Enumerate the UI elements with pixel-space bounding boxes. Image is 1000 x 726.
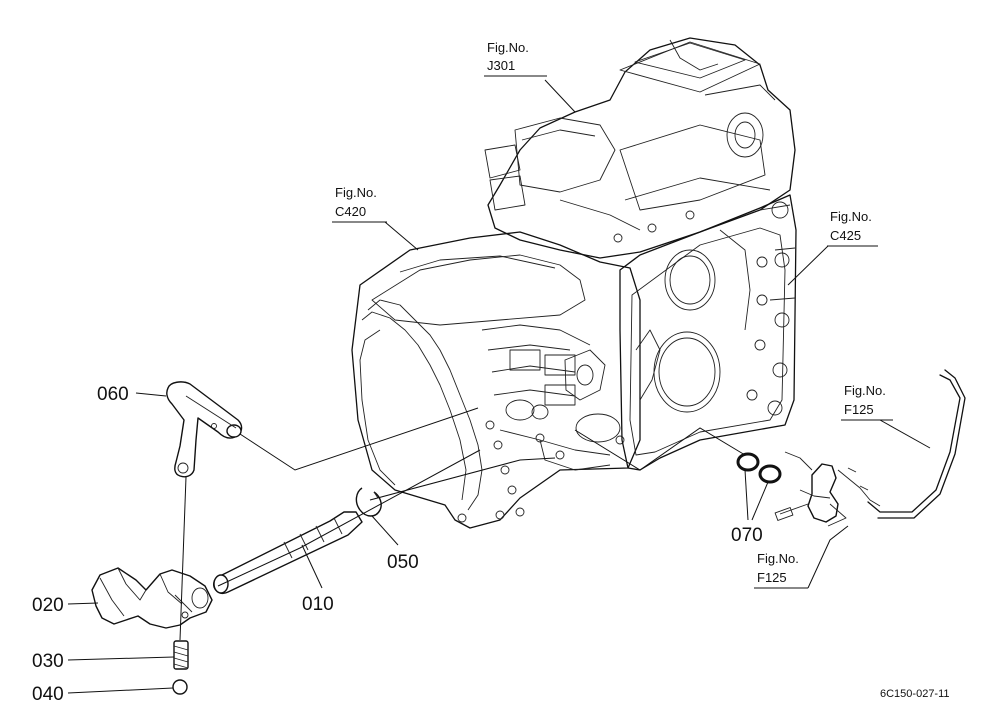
- figure-ref-code: F125: [844, 402, 874, 417]
- figure-ref-code: C425: [830, 228, 861, 243]
- callout-part-030[interactable]: 030: [32, 651, 64, 672]
- callout-part-050[interactable]: 050: [387, 552, 419, 573]
- figure-ref-c420[interactable]: Fig.No. C420: [332, 185, 387, 223]
- callout-part-070[interactable]: 070: [731, 525, 763, 546]
- part-030-spring: [173, 640, 189, 670]
- figure-ref-label: Fig.No.: [844, 383, 886, 398]
- f125-linkage-illustration: [774, 369, 966, 527]
- figure-ref-c425[interactable]: Fig.No. C425: [827, 209, 878, 247]
- callout-part-010[interactable]: 010: [302, 594, 334, 615]
- transmission-housing-illustration: [351, 37, 797, 529]
- figure-ref-code: J301: [487, 58, 515, 73]
- figure-ref-label: Fig.No.: [487, 40, 529, 55]
- figure-ref-code: C420: [335, 204, 366, 219]
- part-050-circlip: [355, 487, 382, 517]
- part-number-label: 050: [387, 552, 419, 573]
- part-number-label: 040: [32, 684, 64, 705]
- figure-ref-label: Fig.No.: [830, 209, 872, 224]
- figure-ref-f125-upper[interactable]: Fig.No. F125: [841, 383, 893, 421]
- figure-ref-j301[interactable]: Fig.No. J301: [484, 40, 547, 77]
- part-020-shift-fork: [91, 567, 213, 629]
- drawing-code: 6C150-027-11: [880, 688, 950, 700]
- leader-lines: [67, 79, 931, 694]
- callout-part-040[interactable]: 040: [32, 684, 64, 705]
- figure-ref-f125-lower[interactable]: Fig.No. F125: [754, 551, 808, 589]
- part-number-label: 070: [731, 525, 763, 546]
- part-060-shift-lever: [166, 381, 243, 478]
- part-040-ball: [172, 679, 188, 695]
- figure-ref-code: F125: [757, 570, 787, 585]
- callout-part-020[interactable]: 020: [32, 595, 64, 616]
- part-number-label: 030: [32, 651, 64, 672]
- part-010-shift-rod: [213, 511, 363, 594]
- callout-part-060[interactable]: 060: [97, 384, 129, 405]
- figure-ref-label: Fig.No.: [757, 551, 799, 566]
- figure-ref-label: Fig.No.: [335, 185, 377, 200]
- part-number-label: 020: [32, 595, 64, 616]
- part-070-o-rings: [736, 452, 782, 484]
- part-number-label: 010: [302, 594, 334, 615]
- part-number-label: 060: [97, 384, 129, 405]
